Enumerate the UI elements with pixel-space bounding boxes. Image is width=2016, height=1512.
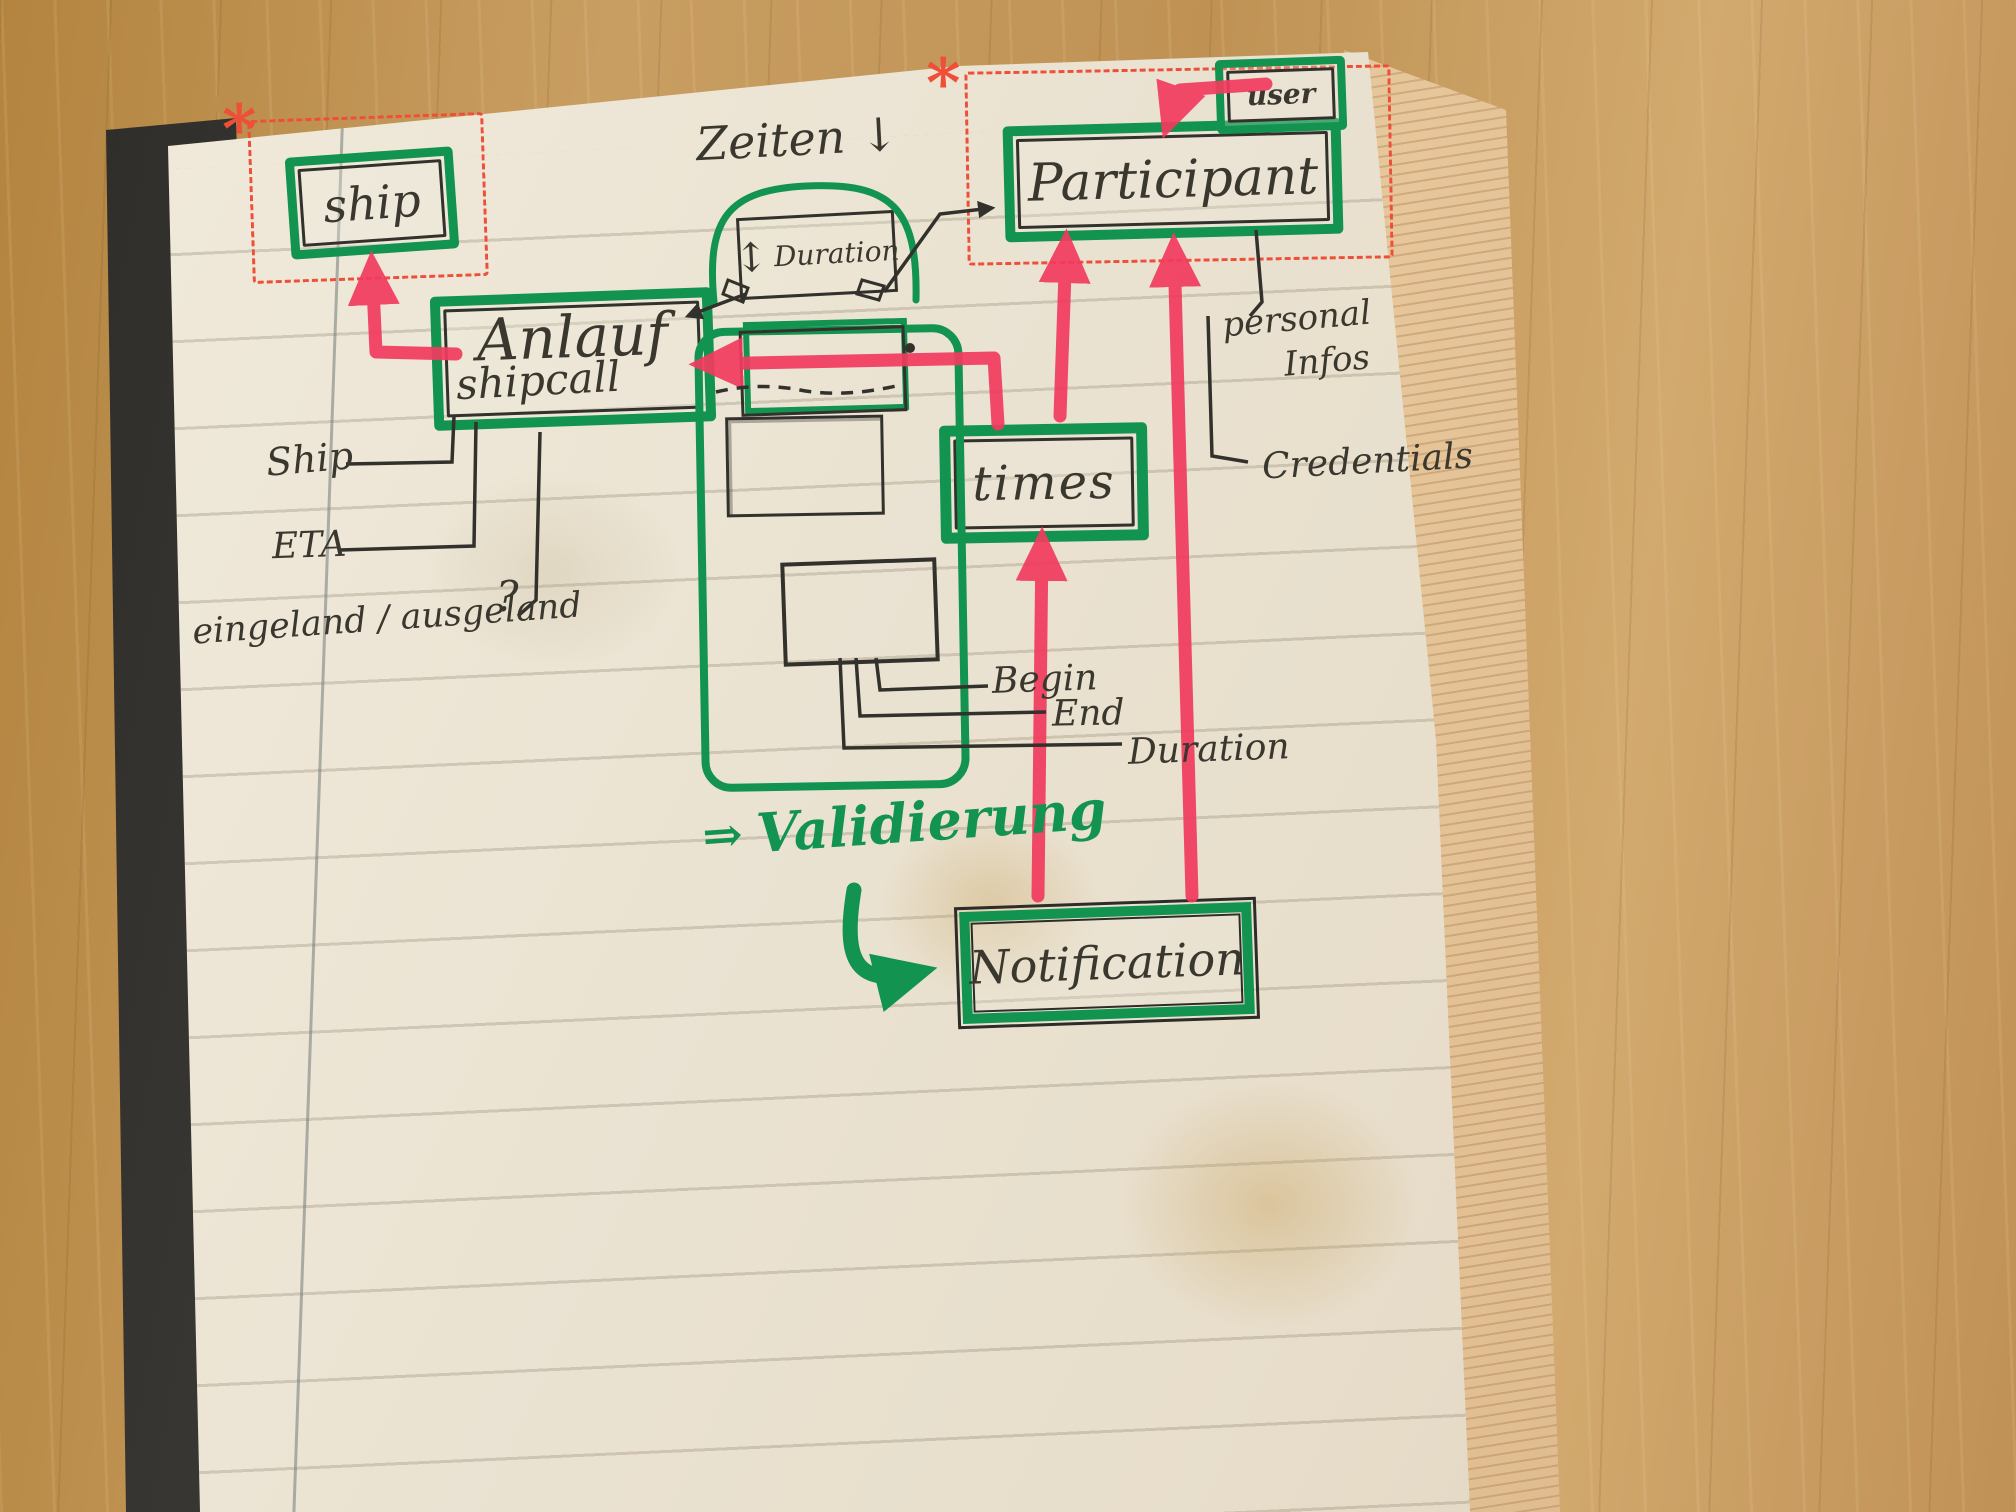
shipcall-label: shipcall [454, 351, 622, 410]
user-label: user [1246, 76, 1316, 113]
personal-infos-label-line2: Infos [1282, 337, 1372, 385]
end-attribute-label: End [1051, 692, 1125, 735]
eta-attribute-label: ETA [271, 523, 348, 568]
participant-entity-box: Participant [1002, 117, 1344, 243]
updown-arrow-icon: ↕ [733, 234, 770, 283]
ship-attribute-label: Ship [264, 433, 355, 485]
time-slot-box-3 [780, 557, 940, 667]
asterisk-mark-right: * [926, 44, 961, 122]
coffee-stain [1120, 1080, 1420, 1330]
smudge-stain [420, 470, 680, 670]
duration-label: Duration [773, 233, 901, 274]
ship-entity-box: ship [284, 146, 460, 260]
ship-label: ship [321, 172, 423, 234]
times-entity-box: times [938, 422, 1150, 544]
question-mark: ? [496, 572, 519, 621]
notification-entity-box: Notification [953, 896, 1261, 1030]
time-slot-box-2 [725, 414, 885, 518]
zeiten-heading: Zeiten ↓ [694, 106, 900, 172]
time-slot-box-1 [738, 325, 908, 417]
user-entity-box: user [1214, 55, 1348, 135]
double-arrow-icon: ⇒ [700, 806, 745, 866]
notification-label: Notification [968, 931, 1246, 995]
asterisk-mark-left: * [222, 90, 257, 168]
duration-box: ↕ Duration [733, 209, 901, 301]
times-label: times [971, 453, 1117, 513]
duration-attribute-label: Duration [1127, 726, 1291, 773]
participant-label: Participant [1027, 146, 1319, 214]
